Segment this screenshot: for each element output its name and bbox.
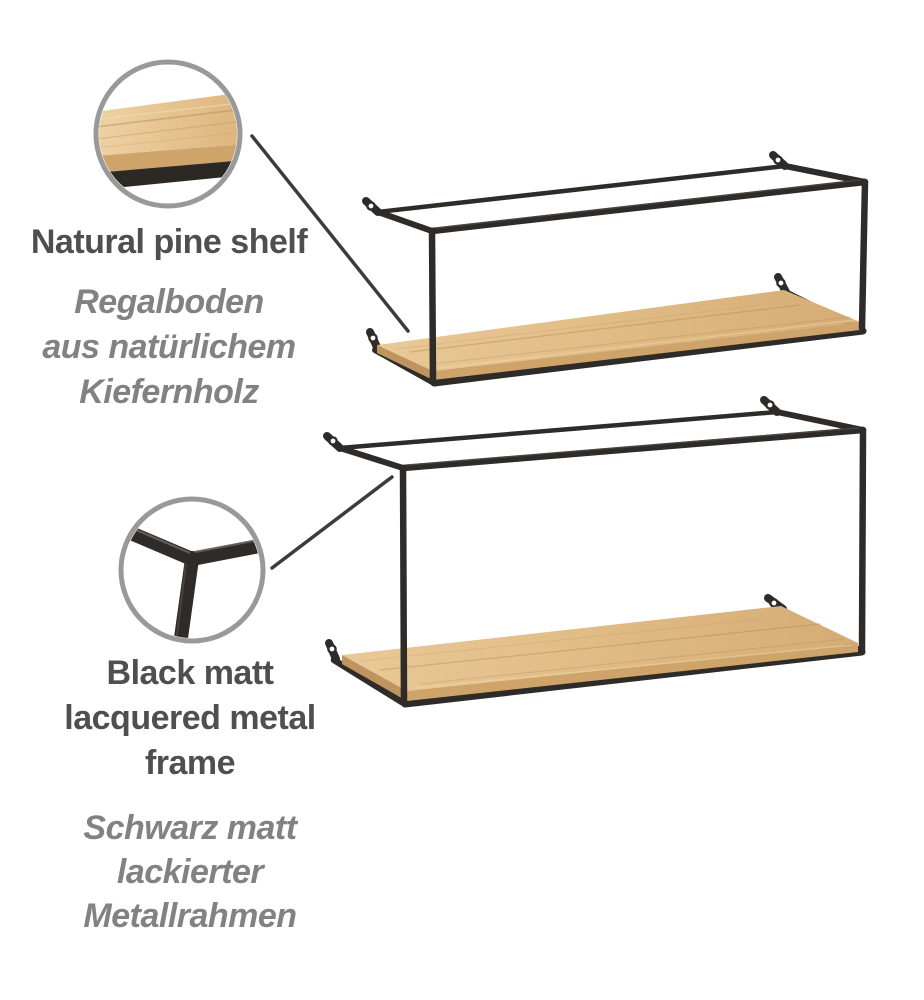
mounting-tab xyxy=(366,328,381,351)
pine-board xyxy=(342,606,858,701)
screw-hole xyxy=(327,644,337,654)
screw-hole xyxy=(368,333,378,343)
side-top-rail-left xyxy=(375,209,435,234)
board-side-edge xyxy=(342,655,407,701)
side-top-rail-left xyxy=(337,445,406,471)
back-top-rail xyxy=(337,409,780,451)
front-top-rail xyxy=(428,178,869,235)
bottom-rail-left xyxy=(330,656,409,708)
wood-grain xyxy=(361,618,853,689)
screw-hole xyxy=(773,155,783,165)
side-top-rail-right xyxy=(774,409,866,433)
front-post-left xyxy=(428,227,437,385)
front-top-rail xyxy=(399,426,867,472)
wall-shelf-large xyxy=(323,396,867,708)
description-line: Kiefernholz xyxy=(79,373,259,411)
pine-shelf-heading: Natural pine shelf xyxy=(30,223,308,261)
board-top xyxy=(377,290,860,371)
screw-hole xyxy=(765,400,775,410)
description-line: aus natürlichem xyxy=(42,328,296,366)
board-front-edge xyxy=(433,322,860,380)
pine-shelf-description-de: Regalboden aus natürlichem Kiefernholz xyxy=(8,280,330,415)
metal-frame-heading: Black matt lacquered metal frame xyxy=(20,651,360,786)
front-post-left xyxy=(399,464,408,707)
screw-hole xyxy=(769,598,779,608)
description-line: lackierter xyxy=(116,853,264,891)
leader-line-metal-frame xyxy=(270,475,394,570)
description-line: Metallrahmen xyxy=(83,897,297,935)
back-top-rail xyxy=(375,163,788,215)
wood-top-surface xyxy=(99,92,237,156)
callout-magnifier-frame-detail xyxy=(118,496,266,644)
heading-line: lacquered metal xyxy=(64,699,316,737)
pine-board xyxy=(377,290,860,380)
board-front-edge xyxy=(407,643,858,701)
screw-hole xyxy=(328,436,338,446)
metal-frame-description-de: Schwarz matt lackierter Metallrahmen xyxy=(20,806,360,938)
metal-highlight xyxy=(175,563,187,638)
screw-hole xyxy=(366,201,376,211)
pine-closeup xyxy=(99,92,237,190)
side-top-rail-right xyxy=(782,163,868,185)
bottom-rail-front xyxy=(430,327,867,387)
description-line: Schwarz matt xyxy=(83,809,297,847)
screw-hole xyxy=(776,278,786,288)
front-post-right xyxy=(858,426,867,654)
frame-bar-post xyxy=(173,558,199,638)
magnifier-ring xyxy=(118,496,266,644)
metal-highlight xyxy=(435,179,861,229)
board-top xyxy=(342,606,858,691)
callout-magnifier-pine-detail xyxy=(93,59,243,209)
board-side-edge xyxy=(377,345,433,380)
metal-rim xyxy=(99,160,237,190)
wood-grain xyxy=(395,304,856,369)
mounting-tab xyxy=(325,639,340,663)
wood-grain xyxy=(99,102,237,149)
frame-corner-joint xyxy=(184,551,200,567)
leader-line-pine-shelf xyxy=(250,134,410,333)
heading-line: frame xyxy=(144,744,236,782)
heading-line: Black matt xyxy=(106,654,274,692)
description-line: Regalboden xyxy=(74,283,264,321)
front-post-right xyxy=(858,178,869,332)
metal-highlight xyxy=(406,427,859,466)
magnifier-ring xyxy=(93,59,243,209)
mounting-tab xyxy=(774,273,790,296)
wall-shelf-small xyxy=(362,151,869,387)
bottom-rail-front xyxy=(401,648,866,708)
wood-front-edge xyxy=(99,144,237,173)
